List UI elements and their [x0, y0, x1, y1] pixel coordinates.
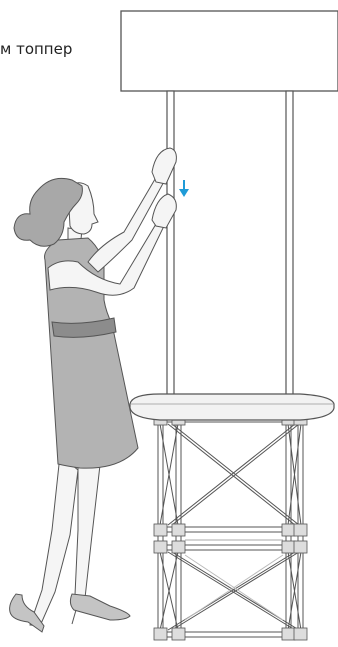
- arrow-down-icon: [179, 180, 189, 197]
- poles: [167, 91, 293, 399]
- woman-figure: [10, 148, 177, 632]
- topper-board: [121, 11, 338, 91]
- counter-top: [130, 394, 334, 420]
